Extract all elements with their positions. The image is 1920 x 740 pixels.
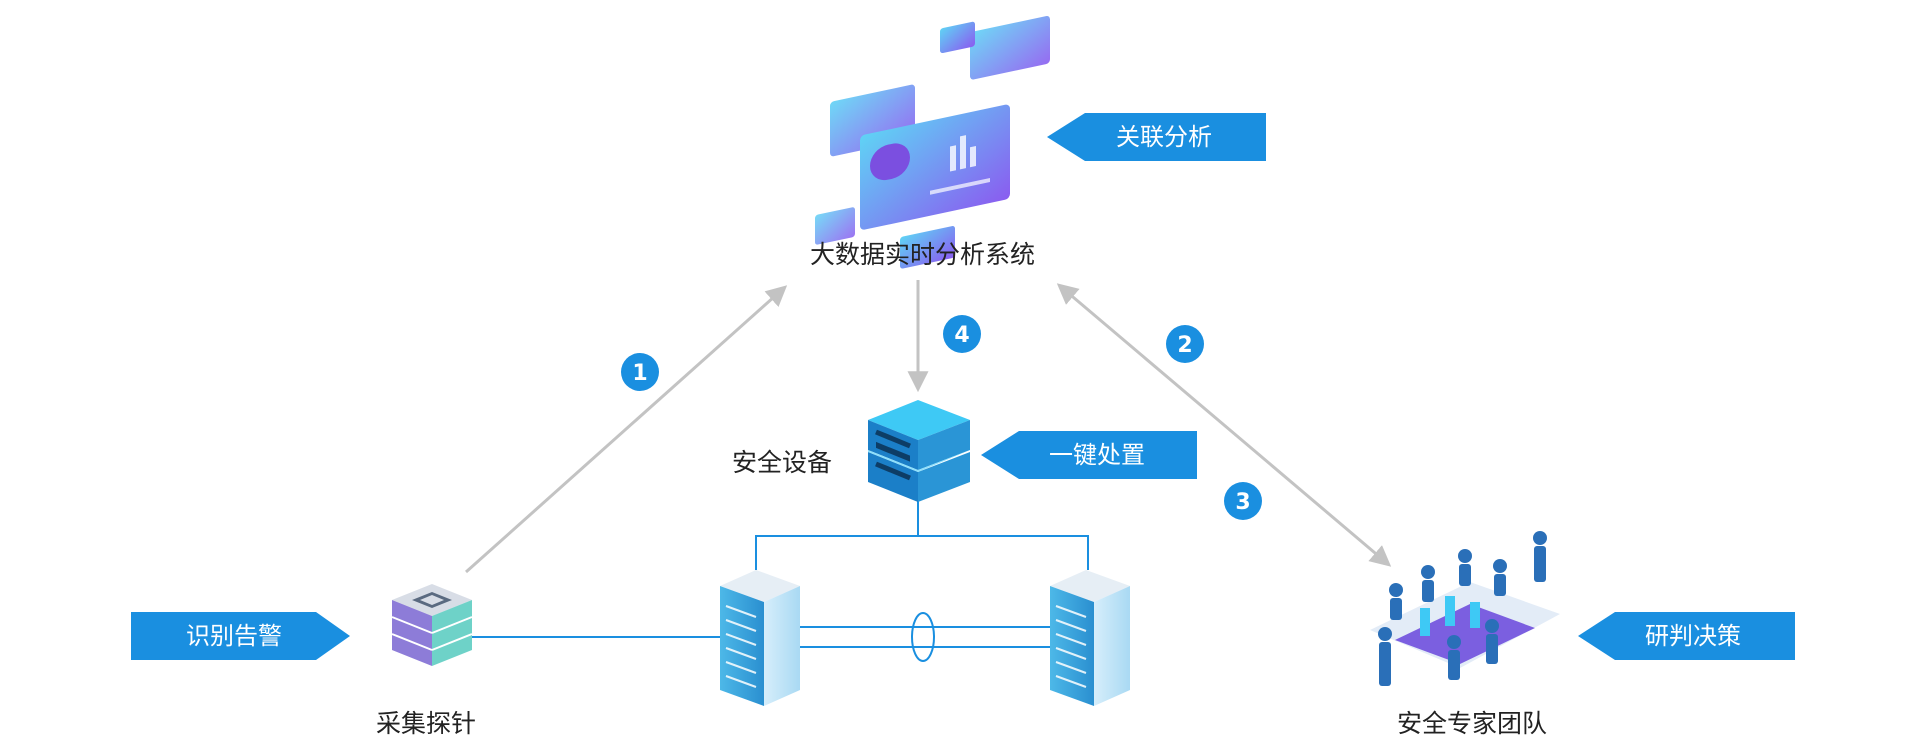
svg-text:3: 3 <box>1235 490 1250 515</box>
expert-team-icon <box>1370 531 1560 686</box>
server-rack-right <box>1050 570 1130 706</box>
svg-text:4: 4 <box>954 323 969 348</box>
node-label-analytics-system: 大数据实时分析系统 <box>810 240 1036 269</box>
svg-text:关联分析: 关联分析 <box>1116 123 1212 151</box>
svg-text:一键处置: 一键处置 <box>1049 441 1145 469</box>
node-label-expert-team: 安全专家团队 <box>1397 709 1548 738</box>
network-links <box>470 500 1089 662</box>
svg-text:1: 1 <box>632 361 647 386</box>
step-badge-3: 3 <box>1224 482 1262 520</box>
svg-text:识别告警: 识别告警 <box>186 622 282 650</box>
security-device-icon <box>868 400 970 502</box>
server-rack-left <box>720 570 800 706</box>
arrow-system-expert-bidirectional <box>1056 283 1392 567</box>
step-badge-1: 1 <box>621 353 659 391</box>
svg-text:研判决策: 研判决策 <box>1645 622 1741 650</box>
node-label-probe: 采集探针 <box>376 709 477 738</box>
step-badge-2: 2 <box>1166 325 1204 363</box>
svg-text:2: 2 <box>1177 333 1192 358</box>
tag-correlation-analysis: 关联分析 <box>1047 113 1266 161</box>
step-badge-4: 4 <box>943 315 981 353</box>
arrow-probe-to-system <box>465 285 788 574</box>
tag-judge-decide: 研判决策 <box>1578 612 1795 660</box>
tag-one-click-disposal: 一键处置 <box>981 431 1197 479</box>
analytics-dashboard-icon <box>815 15 1050 269</box>
node-label-security-device: 安全设备 <box>732 448 833 477</box>
tag-identify-alert: 识别告警 <box>131 612 350 660</box>
collection-probe-icon <box>391 584 473 666</box>
